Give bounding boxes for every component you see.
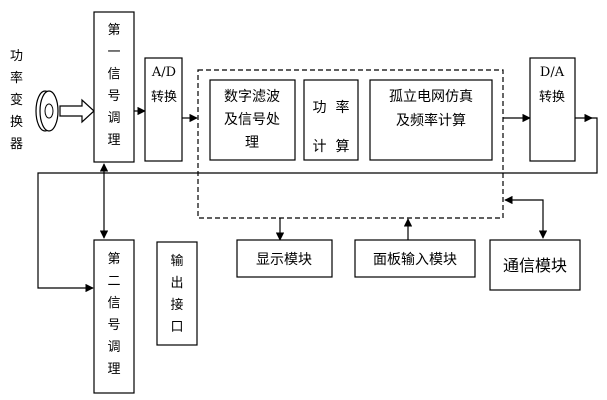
ad-label: 转换: [151, 90, 177, 105]
isolated-grid-box: 孤立电网仿真 及频率计算: [369, 79, 493, 161]
arrow-comm-bidirectional: [504, 195, 548, 239]
output-char: 口: [170, 320, 183, 335]
output-char: 接: [170, 297, 183, 313]
communication-module-label: 通信模块: [503, 256, 567, 275]
sensor-label-char: 变: [10, 92, 23, 108]
digital-filter-label: 数字滤波: [224, 89, 280, 105]
sensor-coil-icon: [35, 90, 59, 132]
output-interface-box: 输 出 接 口: [156, 241, 198, 346]
sensor-label-char: 功: [10, 49, 23, 64]
digital-filter-box: 数字滤波 及信号处 理: [209, 79, 296, 161]
da-converter-box: D/A 转换: [529, 57, 576, 162]
digital-filter-label: 理: [245, 135, 259, 151]
sensor-label: 功 率 变 换 器: [10, 49, 23, 152]
output-char: 出: [170, 276, 183, 291]
second-signal-conditioning-box: 第 二 信 号 调 理: [93, 239, 135, 394]
first-signal-conditioning-box: 第 一 信 号 调 理: [93, 11, 135, 163]
power-calc-label: 计 算: [313, 139, 350, 155]
first-cond-char: 一: [107, 45, 120, 60]
da-label: D/A: [540, 65, 565, 80]
feedback-loop-line: [37, 117, 598, 293]
output-char: 输: [170, 253, 183, 269]
communication-module-box: 通信模块: [489, 239, 581, 291]
second-cond-char: 号: [107, 318, 120, 333]
second-cond-char: 二: [107, 274, 120, 289]
second-cond-char: 信: [107, 296, 120, 311]
ad-converter-box: A/D 转换: [144, 57, 183, 162]
first-cond-char: 号: [107, 89, 120, 104]
second-cond-char: 第: [107, 252, 120, 267]
first-cond-char: 理: [107, 133, 120, 148]
power-calc-box: 功 率 计 算: [303, 79, 359, 161]
hollow-arrow: [59, 98, 95, 124]
ad-label: A/D: [151, 65, 176, 80]
sensor-label-char: 率: [10, 70, 23, 86]
digital-filter-label: 及信号处: [224, 112, 280, 128]
isolated-grid-label: 及频率计算: [396, 112, 466, 129]
sensor-label-char: 换: [10, 115, 23, 130]
first-cond-char: 信: [107, 67, 120, 82]
display-module-label: 显示模块: [256, 252, 312, 268]
processor-boundary: [197, 69, 504, 219]
panel-input-module-box: 面板输入模块: [354, 239, 476, 278]
first-cond-char: 第: [107, 23, 120, 38]
second-cond-char: 理: [107, 362, 120, 377]
sensor-label-char: 器: [10, 137, 23, 152]
da-label: 转换: [539, 90, 565, 105]
first-cond-char: 调: [107, 111, 120, 126]
panel-input-module-label: 面板输入模块: [373, 252, 457, 268]
power-calc-label: 功 率: [313, 99, 350, 116]
isolated-grid-label: 孤立电网仿真: [389, 89, 473, 105]
second-cond-char: 调: [107, 340, 120, 355]
display-module-box: 显示模块: [236, 239, 333, 278]
